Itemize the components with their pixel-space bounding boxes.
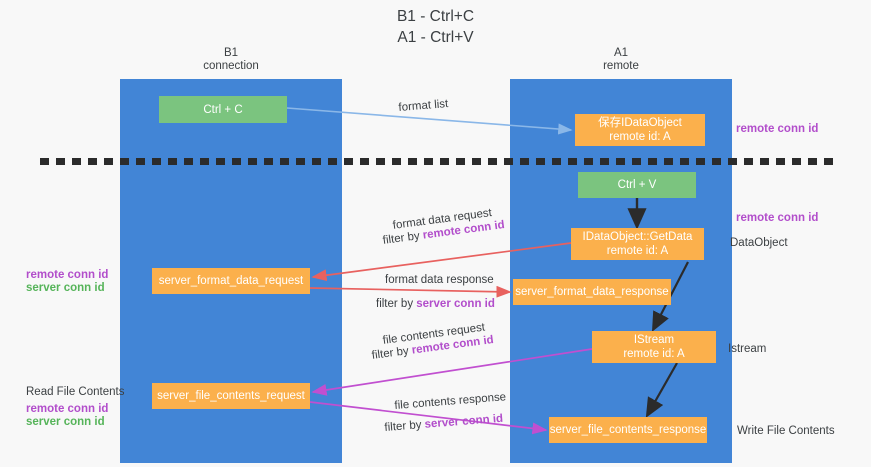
filter-prefix: filter by [371, 344, 413, 362]
node-istream[interactable]: IStream remote id: A [592, 331, 716, 363]
edge-label-format-list: format list [398, 98, 449, 114]
filter-key-server-conn-id: server conn id [424, 412, 504, 431]
edge-label-format-data-response-filter: filter by server conn id [376, 297, 495, 312]
node-server-format-data-request[interactable]: server_format_data_request [152, 268, 310, 294]
node-server-file-contents-response[interactable]: server_file_contents_response [549, 417, 707, 443]
side-label-read-file-contents: Read File Contents [26, 386, 125, 398]
filter-prefix: filter by [384, 418, 426, 434]
node-idataobject-getdata[interactable]: IDataObject::GetData remote id: A [571, 228, 704, 260]
side-label-remote-conn-id-top: remote conn id [736, 123, 819, 135]
edge-label-format-data-response: format data response [385, 274, 494, 286]
node-server-file-contents-request[interactable]: server_file_contents_request [152, 383, 310, 409]
phase-divider-dashed-line [40, 158, 834, 165]
side-label-left-remote-conn-id-2: remote conn id [26, 403, 109, 415]
node-ctrl-v[interactable]: Ctrl + V [578, 172, 696, 198]
side-label-dataobject: DataObject [730, 237, 788, 249]
filter-key-server-conn-id: server conn id [416, 298, 495, 310]
side-label-left-remote-conn-id-1: remote conn id [26, 269, 109, 281]
side-label-write-file-contents: Write File Contents [737, 425, 835, 437]
side-label-istream: Istream [728, 343, 767, 355]
edge-label-file-contents-response-filter: filter by server conn id [384, 412, 504, 436]
side-label-left-server-conn-id-1: server conn id [26, 282, 105, 294]
node-server-format-data-response[interactable]: server_format_data_response [513, 279, 671, 305]
lane-header-b1: B1 connection [203, 47, 259, 72]
diagram-title: B1 - Ctrl+C A1 - Ctrl+V [396, 8, 475, 46]
lane-header-a1: A1 remote [603, 47, 639, 72]
filter-prefix: filter by [376, 298, 417, 310]
side-label-left-server-conn-id-2: server conn id [26, 416, 105, 428]
edge-label-file-contents-response: file contents response [394, 391, 507, 412]
filter-prefix: filter by [382, 229, 424, 247]
node-store-idataobject[interactable]: 保存IDataObject remote id: A [575, 114, 705, 146]
side-label-remote-conn-id-middle: remote conn id [736, 212, 819, 224]
node-ctrl-c[interactable]: Ctrl + C [159, 96, 287, 123]
